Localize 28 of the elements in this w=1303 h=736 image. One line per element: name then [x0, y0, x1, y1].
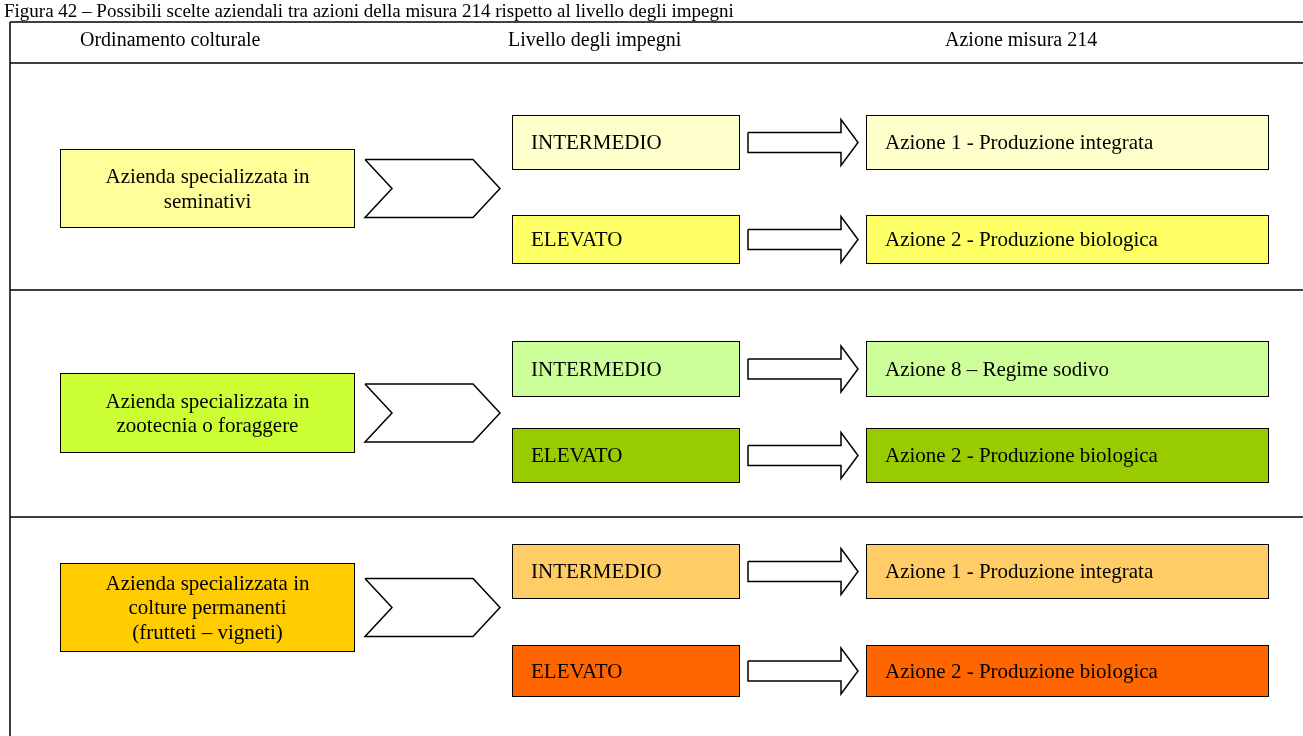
chevron-arrow: [363, 158, 502, 219]
action-box: Azione 8 – Regime sodivo: [866, 341, 1269, 397]
action-box: Azione 2 - Produzione biologica: [866, 428, 1269, 483]
chevron-arrow: [363, 383, 502, 443]
block-arrow: [747, 546, 859, 597]
level-box: INTERMEDIO: [512, 341, 740, 397]
category-box: Azienda specializzata in zootecnia o foraggere: [60, 373, 355, 453]
block-arrow: [747, 430, 859, 481]
level-box: INTERMEDIO: [512, 115, 740, 170]
block-arrow: [747, 343, 859, 395]
chevron-arrow: [363, 577, 502, 638]
column-header: Azione misura 214: [945, 28, 1098, 51]
category-box: Azienda specializzata in seminativi: [60, 149, 355, 228]
level-box: ELEVATO: [512, 645, 740, 697]
category-box: Azienda specializzata in colture permanenti (frutteti – vigneti): [60, 563, 355, 652]
level-box: ELEVATO: [512, 215, 740, 264]
level-box: ELEVATO: [512, 428, 740, 483]
action-box: Azione 1 - Produzione integrata: [866, 544, 1269, 599]
action-box: Azione 2 - Produzione biologica: [866, 215, 1269, 264]
action-box: Azione 1 - Produzione integrata: [866, 115, 1269, 170]
column-header: Livello degli impegni: [508, 28, 682, 51]
level-box: INTERMEDIO: [512, 544, 740, 599]
action-box: Azione 2 - Produzione biologica: [866, 645, 1269, 697]
block-arrow: [747, 645, 859, 697]
block-arrow: [747, 214, 859, 265]
figure-title: Figura 42 – Possibili scelte aziendali tra azioni della misura 214 rispetto al livello degli impegni: [4, 0, 734, 21]
column-header: Ordinamento colturale: [80, 28, 261, 51]
block-arrow: [747, 117, 859, 168]
